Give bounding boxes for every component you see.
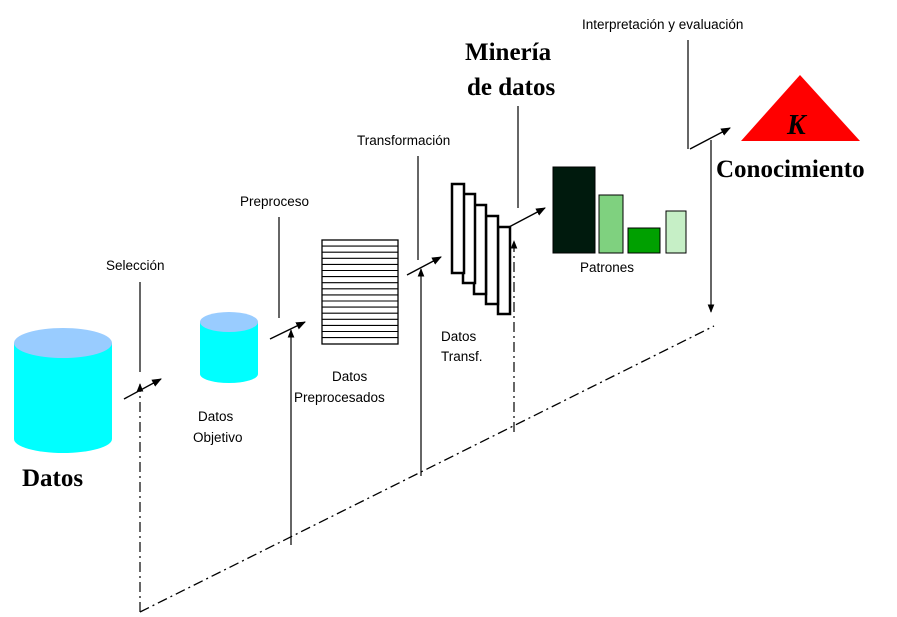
datos-preprocesados-label-line1: Datos bbox=[332, 369, 368, 384]
interpretacion-arrow bbox=[689, 127, 731, 150]
datos-preprocesados-label-line2: Preprocesados bbox=[294, 390, 385, 405]
seleccion-label: Selección bbox=[106, 258, 165, 273]
interpretacion-label: Interpretación y evaluación bbox=[582, 17, 743, 32]
preproceso-label: Preproceso bbox=[240, 194, 309, 209]
seleccion-arrow bbox=[123, 378, 162, 400]
conocimiento-label: Conocimiento bbox=[716, 156, 865, 183]
mineria-label-line2: de datos bbox=[467, 74, 555, 101]
datos-cylinder-icon bbox=[14, 328, 112, 453]
datos-transf-label-line1: Datos bbox=[441, 329, 477, 344]
conocimiento-triangle-icon bbox=[741, 75, 860, 141]
patrones-label: Patrones bbox=[580, 260, 634, 275]
transformacion-label: Transformación bbox=[357, 133, 450, 148]
k-letter: K bbox=[786, 110, 808, 141]
datos-transf-label-line2: Transf. bbox=[441, 349, 483, 364]
mineria-label-line1: Minería bbox=[465, 39, 552, 66]
datos-objetivo-cylinder-icon bbox=[200, 312, 258, 383]
mineria-arrow bbox=[508, 207, 546, 228]
datos-transf-cascade-icon bbox=[450, 182, 512, 316]
datos-objetivo-label-line1: Datos bbox=[198, 409, 234, 424]
timeline-base-line bbox=[139, 325, 715, 613]
patrones-bars-icon bbox=[552, 166, 687, 254]
preproceso-arrow bbox=[269, 321, 306, 340]
datos-objetivo-label-line2: Objetivo bbox=[193, 430, 243, 445]
transformacion-arrow bbox=[406, 256, 442, 276]
datos-label: Datos bbox=[22, 465, 83, 492]
datos-preprocesados-lines-icon bbox=[321, 239, 399, 345]
